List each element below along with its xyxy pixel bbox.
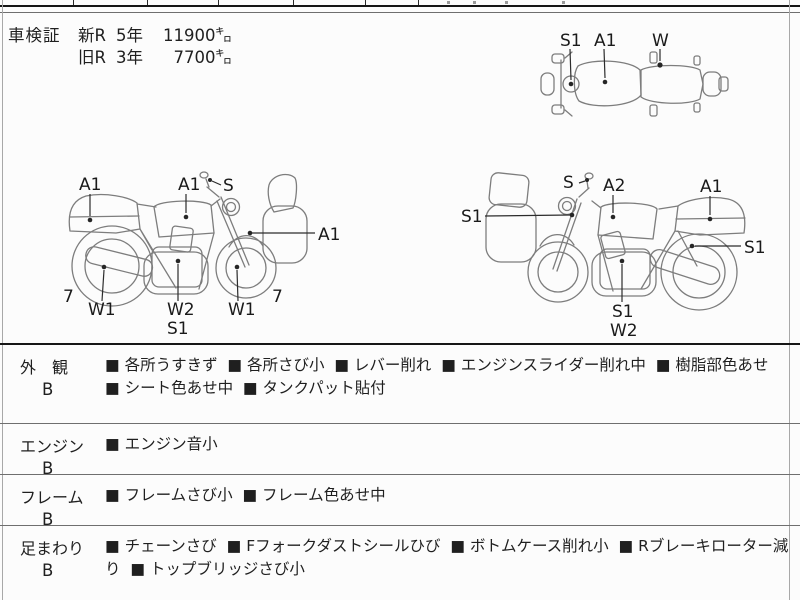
row-grade: B: [42, 510, 54, 529]
header-cell-divider: [418, 0, 419, 6]
row-items: ■ エンジン音小: [105, 435, 218, 453]
sheet-left-border: [2, 0, 3, 600]
certificate-era: 旧R: [78, 48, 106, 67]
certificate-row-old: 旧R 3年 7700㌔: [78, 47, 232, 69]
label-a2: A2: [603, 176, 625, 196]
row-grade: B: [42, 561, 54, 580]
label-a1: A1: [79, 175, 101, 195]
cropped-text-remnant: [473, 1, 476, 4]
label-s1: S1: [744, 238, 766, 258]
front-view-silhouette-drawing: [262, 173, 308, 264]
right-bike-drawing: [527, 172, 746, 311]
label-a1: A1: [700, 177, 722, 197]
cropped-text-remnant: [505, 1, 508, 4]
label-7: 7: [272, 287, 283, 307]
cropped-text-remnant: [447, 1, 450, 4]
header-cell-divider: [218, 0, 219, 6]
label-a1: A1: [178, 175, 200, 195]
label-w: W: [652, 31, 669, 51]
label-w1: W1: [88, 300, 116, 320]
label-s1: S1: [461, 207, 483, 227]
label-w1: W1: [228, 300, 256, 320]
label-w2: W2: [610, 321, 638, 341]
label-a1: A1: [318, 225, 340, 245]
header-cell-divider: [73, 0, 74, 6]
certificate-mileage: 11900㌔: [163, 26, 232, 45]
label-w2: W2: [167, 300, 195, 320]
right-bike-labels: S1 S A2 A1 S1 S1 W2: [461, 173, 766, 341]
certificate-mileage: 7700㌔: [173, 48, 233, 67]
header-cell-divider: [293, 0, 294, 6]
damage-diagram: S1 A1 W: [63, 31, 766, 341]
sheet-right-border: [789, 0, 790, 600]
certificate-years: 5年: [116, 26, 143, 45]
certificate-row-new: 新R 5年 11900㌔: [78, 25, 232, 47]
left-bike-labels: A1 A1 S A1 7 W1 W2 S1 W1 7: [63, 175, 340, 339]
row-label: エンジン: [20, 437, 85, 456]
top-view-labels: S1 A1 W: [560, 31, 669, 87]
certificate-era: 新R: [78, 26, 106, 45]
row-items: ■ 各所うすきず ■ 各所さび小 ■ レバー削れ ■ エンジンスライダー削れ中 …: [105, 356, 779, 397]
left-bike-drawing: [68, 171, 277, 307]
header-cell-divider: [147, 0, 148, 6]
label-7: 7: [63, 287, 74, 307]
label-a1: A1: [594, 31, 616, 51]
inspection-row-frame: フレーム B ■ フレームさび小 ■ フレーム色あせ中: [0, 474, 800, 529]
cropped-text-remnant: [562, 1, 565, 4]
section-top-rule: [0, 12, 800, 13]
certificate-label: 車検証: [8, 26, 61, 45]
label-s1: S1: [167, 319, 189, 339]
row-items: ■ フレームさび小 ■ フレーム色あせ中: [105, 486, 386, 504]
row-label: フレーム: [20, 488, 84, 507]
header-cell-divider: [365, 0, 366, 6]
label-s1: S1: [560, 31, 582, 51]
row-label: 外 観: [20, 358, 69, 377]
label-s1: S1: [612, 302, 634, 322]
label-s: S: [223, 176, 234, 196]
row-grade: B: [42, 459, 54, 478]
inspection-table: 外 観 B ■ 各所うすきず ■ 各所さび小 ■ レバー削れ ■ エンジンスライ…: [0, 343, 800, 600]
label-s: S: [563, 173, 574, 193]
inspection-row-engine: エンジン B ■ エンジン音小: [0, 423, 800, 478]
vehicle-certificate-block: 車検証 新R 5年 11900㌔ 旧R 3年 7700㌔: [8, 25, 232, 69]
top-view-bike-drawing: [540, 51, 729, 117]
header-bottom-rule: [0, 5, 800, 7]
inspection-row-undercarriage: 足まわり B ■ チェーンさび ■ Fフォークダストシールひび ■ ボトムケース…: [0, 525, 800, 600]
row-items: ■ チェーンさび ■ Fフォークダストシールひび ■ ボトムケース削れ小 ■ R…: [105, 537, 789, 578]
row-grade: B: [42, 380, 54, 399]
inspection-row-exterior: 外 観 B ■ 各所うすきず ■ 各所さび小 ■ レバー削れ ■ エンジンスライ…: [0, 345, 800, 423]
row-label: 足まわり: [20, 539, 85, 558]
certificate-years: 3年: [116, 48, 143, 67]
rear-view-silhouette-drawing: [485, 172, 537, 263]
